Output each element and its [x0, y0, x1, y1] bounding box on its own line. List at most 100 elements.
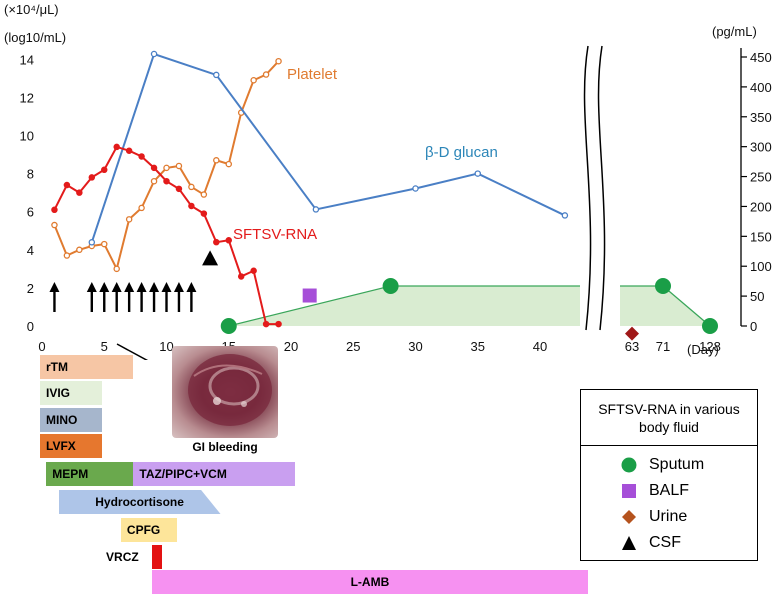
- x-tick-label: 40: [533, 339, 547, 354]
- data-point-sftsv-rna: [262, 320, 270, 328]
- csf-triangle-icon: [621, 535, 637, 551]
- y-left-tick-label: 4: [27, 243, 34, 258]
- data-point--d-glucan: [474, 170, 481, 177]
- x-tick-label: 20: [284, 339, 298, 354]
- marker-layer: [49, 250, 718, 341]
- data-point-sftsv-rna: [125, 147, 133, 154]
- drug-bar-taz-pipc-vcm: TAZ/PIPC+VCM: [133, 462, 296, 486]
- data-point-platelet: [138, 204, 145, 212]
- drug-label: TAZ/PIPC+VCM: [139, 467, 227, 481]
- x-unit: (Day): [687, 342, 719, 357]
- data-point-sftsv-rna: [213, 238, 220, 246]
- x-tick-label: 63: [625, 339, 639, 354]
- data-point-sftsv-rna: [101, 166, 108, 174]
- drug-label: MINO: [46, 413, 78, 427]
- data-point-sftsv-rna: [225, 237, 232, 244]
- drug-label: VRCZ: [106, 550, 139, 564]
- y-left-unit-1: (×10⁴/μL): [4, 2, 59, 17]
- drug-bar-mepm: MEPM: [46, 462, 134, 486]
- treatment-arrow-head: [111, 282, 122, 292]
- data-point-sftsv-rna: [237, 273, 245, 280]
- legend-item-balf: BALF: [621, 479, 689, 503]
- legend-title: SFTSV-RNA in various body fluid: [581, 390, 757, 446]
- sputum-band-area: [620, 285, 710, 326]
- treatment-arrow-head: [186, 282, 197, 292]
- drug-label: CPFG: [126, 523, 161, 537]
- drug-label: rTM: [46, 360, 68, 374]
- x-tick-label: 0: [38, 339, 45, 354]
- data-point--d-glucan: [150, 50, 158, 58]
- legend-item-urine: Urine: [621, 505, 687, 529]
- data-point-platelet: [188, 183, 195, 191]
- x-tick-label: 5: [101, 339, 108, 354]
- data-point-platelet: [213, 157, 220, 164]
- y-left-tick-label: 0: [27, 319, 34, 334]
- urine-diamond-icon: [621, 509, 637, 525]
- data-point-sftsv-rna: [250, 267, 257, 275]
- data-point-platelet: [175, 162, 183, 170]
- y-left-tick-label: 8: [27, 167, 34, 182]
- data-point--d-glucan: [312, 206, 320, 213]
- data-point-platelet: [63, 252, 71, 259]
- drug-bar-l-amb: L-AMB: [152, 570, 588, 594]
- x-tick-label: 25: [346, 339, 360, 354]
- data-point-platelet: [101, 240, 108, 248]
- data-point-sftsv-rna: [200, 210, 208, 217]
- balf-marker: [302, 288, 317, 303]
- sputum-marker: [382, 277, 399, 294]
- photo-caption: GI bleeding: [192, 440, 258, 454]
- platelet-label: Platelet: [287, 66, 338, 83]
- drug-label: L-AMB: [350, 575, 390, 589]
- data-point-sftsv-rna: [163, 177, 170, 185]
- legend: SFTSV-RNA in various body fluid Sputum B…: [580, 389, 758, 561]
- data-point--d-glucan: [88, 239, 96, 246]
- y-left-tick-label: 14: [20, 52, 34, 67]
- data-point-platelet: [262, 71, 270, 78]
- legend-label: CSF: [649, 534, 681, 551]
- legend-label: Urine: [649, 508, 688, 525]
- y-right-tick-label: 50: [750, 289, 764, 304]
- drug-bar-ivig: IVIG: [40, 381, 103, 405]
- data-point-sftsv-rna: [113, 143, 120, 151]
- data-point-platelet: [275, 57, 282, 65]
- drug-bar-cpfg: CPFG: [120, 518, 177, 542]
- y-left-unit-2: (log10/mL): [4, 30, 66, 45]
- data-point-sftsv-rna: [150, 164, 158, 172]
- legend-label: BALF: [649, 482, 690, 499]
- y-right-tick-label: 450: [750, 50, 772, 65]
- data-point-platelet: [250, 77, 257, 84]
- data-point-platelet: [76, 246, 83, 254]
- drug-label: Hydrocortisone: [95, 495, 184, 509]
- treatment-arrow-head: [49, 282, 60, 292]
- series-layer: [51, 50, 569, 328]
- drug-label: LVFX: [46, 439, 76, 453]
- y-left-tick-label: 6: [27, 205, 34, 220]
- x-tick-label: 35: [471, 339, 485, 354]
- data-point--d-glucan: [412, 185, 419, 192]
- treatment-arrow-head: [99, 282, 110, 292]
- photo-connector: [116, 343, 149, 360]
- sputum-marker: [220, 318, 237, 334]
- drug-bar-hydrocortisone: Hydrocortisone: [58, 490, 221, 514]
- chart-area: (×10⁴/μL) (log10/mL) (pg/mL) (Day) 02468…: [4, 2, 772, 360]
- data-point-sftsv-rna: [51, 206, 58, 214]
- x-tick-label: 30: [408, 339, 422, 354]
- data-point-platelet: [51, 221, 58, 229]
- legend-item-sputum: Sputum: [621, 453, 704, 477]
- treatment-arrow-head: [161, 282, 172, 292]
- endoscopy-image: [188, 354, 272, 426]
- treatment-arrow-head: [149, 282, 160, 292]
- treatment-arrow-head: [86, 282, 97, 292]
- glucan-label: β-D glucan: [425, 144, 498, 161]
- data-point-platelet: [113, 265, 120, 273]
- drug-bar-mino: MINO: [40, 408, 103, 432]
- data-point-sftsv-rna: [175, 185, 183, 193]
- legend-item-csf: CSF: [621, 531, 681, 555]
- sftsv-label: SFTSV-RNA: [233, 226, 317, 243]
- drug-label: IVIG: [46, 386, 71, 400]
- y-right-tick-label: 250: [750, 170, 772, 185]
- sputum-marker: [702, 318, 718, 334]
- drug-bar-rtm: rTM: [40, 355, 134, 379]
- data-point-platelet: [150, 177, 158, 185]
- axis-break: [583, 45, 606, 331]
